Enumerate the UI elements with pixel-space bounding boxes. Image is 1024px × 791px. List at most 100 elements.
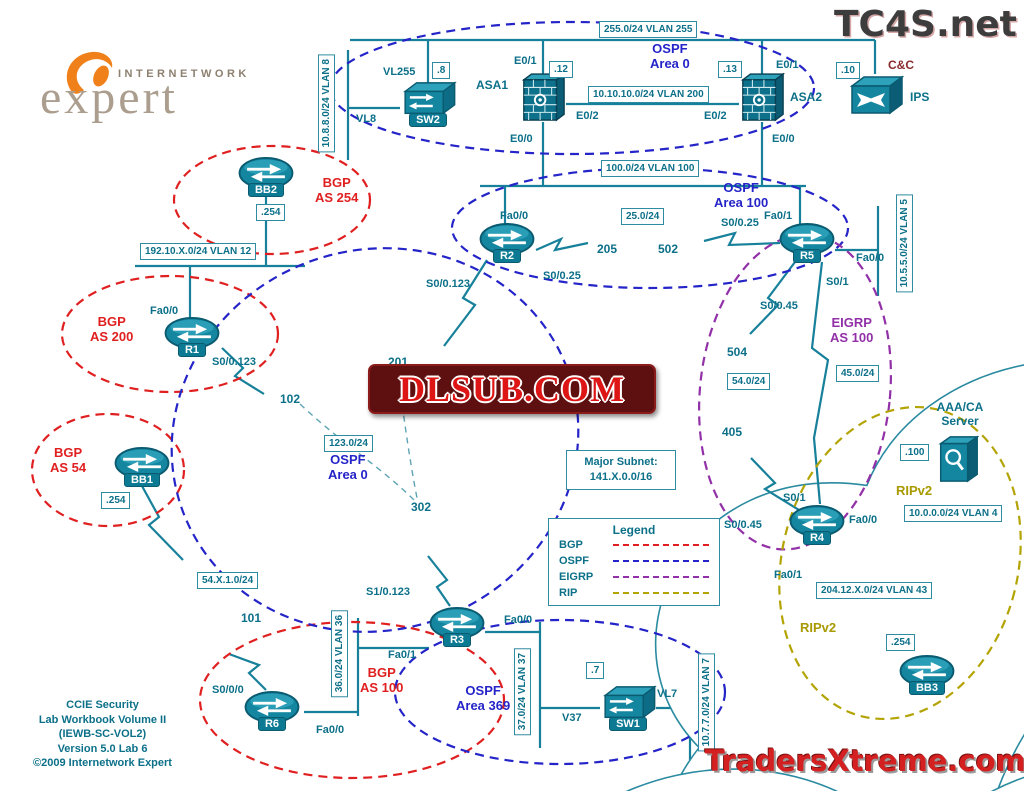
node-label: R6 (257, 717, 287, 731)
subnet-box-25: 25.0/24 (621, 208, 665, 225)
legend-dash-eigrp (613, 576, 709, 578)
iface-r6-s000: S0/0/0 (212, 684, 244, 696)
router-r6: R6 (242, 690, 302, 731)
iface-asa1-e01: E0/1 (514, 55, 537, 67)
major-subnet-line: 141.X.0.0/16 (589, 470, 653, 483)
asa-icon (520, 72, 566, 124)
subnet-box-vlan7: 10.7.7.0/24 VLAN 7 (698, 653, 715, 752)
asa-icon (739, 72, 785, 124)
label-bgp-as254: BGP AS 254 (315, 175, 358, 206)
iface-r5-s01: S0/1 (826, 276, 849, 288)
bgp-as254-ellipse (172, 144, 372, 256)
footer-line: (IEWB-SC-VOL2) (58, 728, 147, 740)
label-line: Area 0 (650, 55, 690, 71)
subnet-box-vlan36: 36.0/24 VLAN 36 (331, 610, 348, 698)
firewall-asa1 (520, 72, 566, 129)
label-line: BGP (322, 175, 351, 190)
node-label: R3 (442, 633, 472, 647)
footer-line: CCIE Security (66, 699, 139, 711)
label-line: Area 369 (456, 697, 511, 713)
router-r1: R1 (162, 316, 222, 357)
label-line: AS 54 (50, 459, 87, 475)
legend-row-bgp: BGP (549, 537, 719, 553)
router-r3: R3 (427, 606, 487, 647)
label-bgp-as100: BGP AS 100 (360, 665, 404, 696)
dlci-504: 504 (727, 345, 748, 359)
iface-sw1-v37: V37 (562, 712, 582, 724)
iface-asa2-e00: E0/0 (772, 133, 795, 145)
ospf-area0-top-ellipse (328, 20, 816, 156)
major-subnet-box: Major Subnet: 141.X.0.0/16 (566, 450, 676, 490)
iface-asa1-e02: E0/2 (576, 110, 599, 122)
server-icon (936, 434, 980, 484)
addr-box-bb3: .254 (886, 634, 916, 651)
iface-r5-fa01: Fa0/1 (764, 210, 793, 222)
dlsub-watermark: DLSUB.COM (368, 364, 656, 414)
legend: Legend BGP OSPF EIGRP RIP (548, 518, 720, 606)
iface-r1-s00123: S0/0.123 (212, 356, 257, 368)
iface-r2-s00123: S0/0.123 (426, 278, 471, 290)
label-ripv2-top: RIPv2 (896, 483, 933, 498)
label-line: BGP (53, 445, 83, 460)
router-r2: R2 (477, 222, 537, 263)
bgp-as100-ellipse (198, 620, 506, 780)
subnet-box-45: 45.0/24 (836, 365, 880, 382)
iface-sw1-vl7: VL7 (657, 688, 678, 700)
legend-row-ospf: OSPF (549, 553, 719, 569)
subnet-box-123: 123.0/24 (324, 435, 373, 452)
label-line: AS 100 (360, 679, 404, 695)
iface-r5-fa00: Fa0/0 (856, 252, 885, 264)
label-line: AS 200 (90, 328, 134, 344)
label-line: Area 100 (714, 194, 769, 210)
dlci-102: 102 (280, 392, 301, 406)
ripv2-ellipse (778, 405, 1022, 721)
iface-asa2-e01: E0/1 (776, 59, 799, 71)
subnet-box-vlan12: 192.10.X.0/24 VLAN 12 (140, 243, 257, 260)
router-bb3: BB3 (897, 654, 957, 695)
addr-box-asa2: .13 (718, 61, 742, 78)
label-ospf-area100: OSPF Area 100 (714, 180, 769, 211)
iface-r3-s10123: S1/0.123 (366, 586, 411, 598)
iface-r2-fa00: Fa0/0 (500, 210, 529, 222)
label-line: Server (941, 414, 979, 428)
label-ripv2-bottom: RIPv2 (800, 620, 837, 635)
logo-text-internetwork: INTERNETWORK (118, 68, 250, 80)
label-eigrp-as100: EIGRP AS 100 (830, 315, 873, 346)
serial-links (141, 231, 830, 691)
legend-label: OSPF (559, 555, 589, 567)
dlci-302: 302 (411, 500, 432, 514)
node-label: R2 (492, 249, 522, 263)
label-ospf-area369: OSPF Area 369 (456, 683, 511, 714)
label-line: AAA/CA (936, 400, 984, 414)
ips-label: IPS (910, 90, 930, 104)
dlci-502: 502 (658, 242, 679, 256)
label-line: EIGRP (831, 315, 872, 330)
asa1-label: ASA1 (476, 78, 509, 92)
legend-dash-ospf (613, 560, 709, 562)
footer-line: ©2009 Internetwork Expert (33, 757, 172, 769)
iface-r4-s0045: S0/0.45 (724, 519, 762, 531)
router-r4: R4 (787, 504, 847, 545)
legend-title: Legend (612, 523, 656, 537)
label-line: Area 0 (328, 466, 368, 482)
node-label: R5 (792, 249, 822, 263)
addr-box-asa1: .12 (549, 61, 573, 78)
asa2-label: ASA2 (790, 90, 823, 104)
subnet-box-vlan100: 100.0/24 VLAN 100 (601, 160, 700, 177)
iface-r3-fa01: Fa0/1 (388, 649, 417, 661)
ospf-area369-ellipse (393, 618, 727, 766)
label-line: BGP (97, 314, 126, 329)
iface-r4-s01: S0/1 (783, 492, 806, 504)
label-bgp-as54: BGP AS 54 (50, 445, 87, 476)
footer-line: Lab Workbook Volume II (38, 713, 167, 726)
label-line: OSPF (723, 180, 759, 195)
label-line: OSPF (330, 452, 366, 467)
major-subnet-line: Major Subnet: (584, 456, 658, 468)
iface-sw2-vl8: VL8 (356, 113, 377, 125)
tc4s-watermark: TC4S.net (834, 4, 1017, 45)
legend-dash-bgp (613, 544, 709, 546)
subnet-box-vlan200: 10.10.10.0/24 VLAN 200 (588, 86, 709, 103)
bgp-as200-ellipse (60, 274, 280, 394)
